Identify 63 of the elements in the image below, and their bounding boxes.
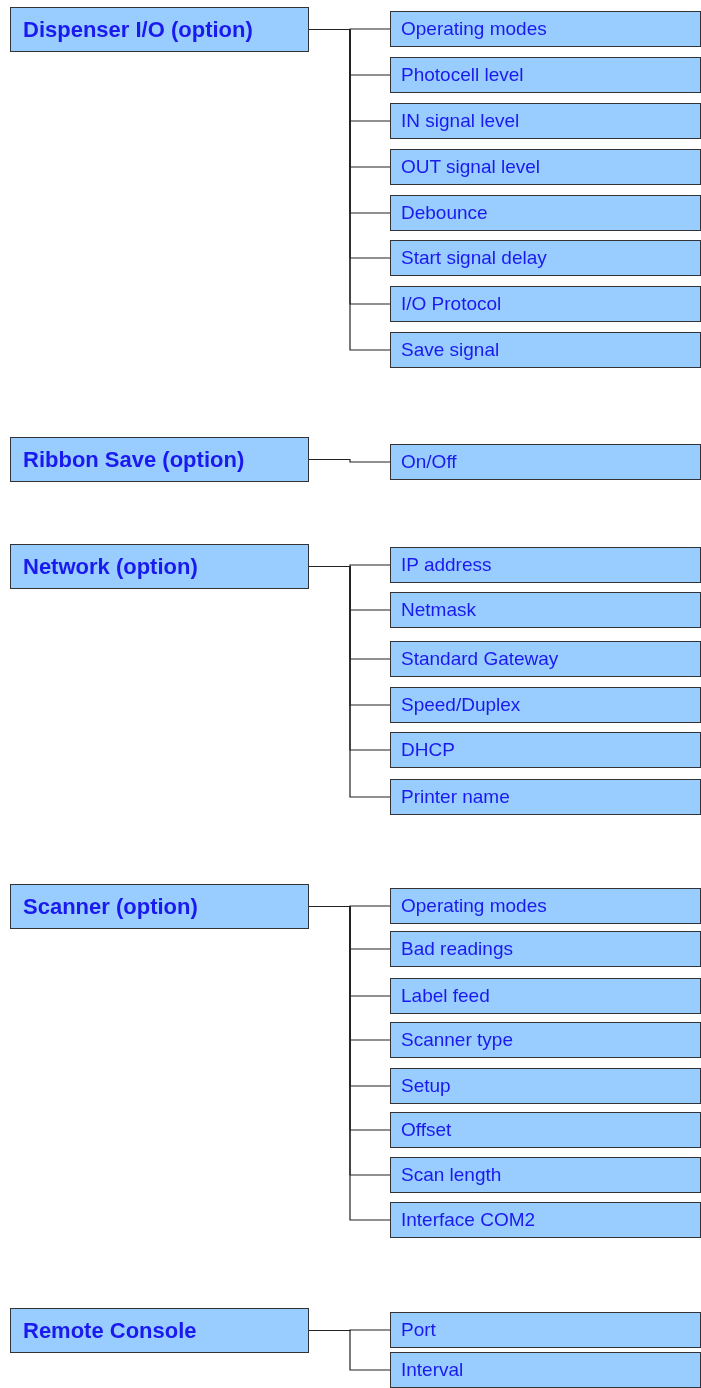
submenu-box (390, 11, 701, 47)
connector-line (308, 565, 391, 798)
menu-label: Operating modes (401, 16, 547, 41)
submenu-box (390, 195, 701, 231)
submenu-box (390, 444, 701, 480)
menu-label: Offset (401, 1117, 452, 1142)
menu-label: Network (option) (23, 553, 198, 581)
submenu-box (390, 931, 701, 967)
connector-line (308, 458, 391, 463)
menu-label: Debounce (401, 200, 488, 225)
submenu-box (390, 149, 701, 185)
submenu-box (390, 779, 701, 815)
menu-label: Remote Console (23, 1317, 197, 1345)
menu-label: Label feed (401, 983, 490, 1008)
menu-box (10, 437, 309, 482)
submenu-box (390, 1068, 701, 1104)
menu-label: IN signal level (401, 108, 520, 133)
submenu-box (390, 547, 701, 583)
menu-label: Port (401, 1317, 436, 1342)
menu-label: Operating modes (401, 893, 547, 918)
menu-label: Save signal (401, 337, 500, 362)
menu-label: Interface COM2 (401, 1207, 536, 1232)
menu-label: Speed/Duplex (401, 692, 521, 717)
menu-label: OUT signal level (401, 154, 541, 179)
submenu-box (390, 732, 701, 768)
menu-label: Interval (401, 1357, 464, 1382)
menu-label: On/Off (401, 449, 457, 474)
submenu-box (390, 978, 701, 1014)
submenu-box (390, 888, 701, 924)
submenu-box (390, 641, 701, 677)
submenu-box (390, 1352, 701, 1388)
menu-label: IP address (401, 552, 492, 577)
menu-label: Start signal delay (401, 245, 547, 270)
menu-box (10, 7, 309, 52)
menu-label: Scanner type (401, 1027, 513, 1052)
menu-box (10, 544, 309, 589)
submenu-box (390, 1022, 701, 1058)
menu-label: Scan length (401, 1162, 502, 1187)
menu-label: I/O Protocol (401, 291, 502, 316)
submenu-box (390, 57, 701, 93)
submenu-box (390, 1312, 701, 1348)
submenu-box (390, 332, 701, 368)
submenu-box (390, 1202, 701, 1238)
submenu-box (390, 240, 701, 276)
menu-label: Dispenser I/O (option) (23, 16, 253, 44)
submenu-box (390, 592, 701, 628)
menu-label: Scanner (option) (23, 893, 198, 921)
submenu-box (390, 286, 701, 322)
menu-label: Standard Gateway (401, 646, 559, 671)
submenu-box (390, 103, 701, 139)
menu-label: Netmask (401, 597, 476, 622)
submenu-box (390, 1157, 701, 1193)
menu-label: Printer name (401, 784, 510, 809)
menu-label: Setup (401, 1073, 451, 1098)
menu-box (10, 1308, 309, 1353)
submenu-box (390, 687, 701, 723)
submenu-box (390, 1112, 701, 1148)
menu-label: Bad readings (401, 936, 513, 961)
menu-label: DHCP (401, 737, 455, 762)
connector-line (308, 1329, 391, 1371)
menu-label: Photocell level (401, 62, 524, 87)
menu-box (10, 884, 309, 929)
menu-label: Ribbon Save (option) (23, 446, 245, 474)
